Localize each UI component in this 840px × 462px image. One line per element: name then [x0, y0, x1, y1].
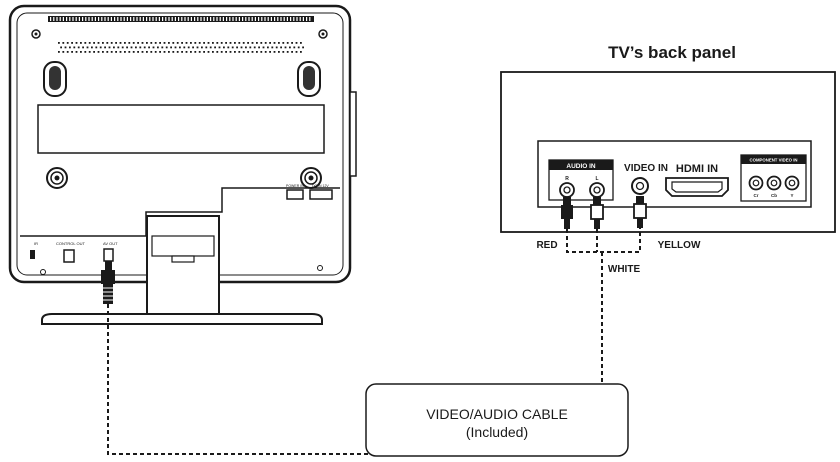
device-label-recess — [37, 104, 325, 154]
component-cb-jack-icon — [766, 175, 782, 191]
audio-r-jack-icon — [559, 182, 575, 198]
wall-mount-slot-left — [43, 61, 67, 97]
cable-label-red: RED — [536, 240, 557, 251]
device-side-edge — [349, 91, 357, 177]
port-label-ir: IR — [34, 241, 38, 246]
device-vent-grid — [58, 42, 304, 53]
device-top-vent-strip — [48, 16, 314, 22]
video-in-jack-icon — [631, 177, 649, 195]
comp-y-label: Y — [790, 193, 793, 198]
audio-r-label: R — [565, 176, 569, 182]
device-lower-housing — [20, 187, 340, 237]
video-in-label: VIDEO IN — [624, 163, 668, 174]
rca-plug-white-icon — [590, 197, 604, 229]
cable-label-yellow: YELLOW — [658, 240, 701, 251]
case-screw-icon — [40, 269, 46, 275]
device-rear-view: IR CONTROL OUT AV OUT POWER IN DC IN 12V — [8, 4, 357, 325]
audio-in-label: AUDIO IN — [566, 163, 596, 170]
rca-plug-yellow-icon — [633, 196, 647, 228]
power-in-port — [286, 189, 304, 200]
port-label-dc-in: DC IN 12V — [312, 184, 329, 188]
component-y-jack-icon — [784, 175, 800, 191]
av-out-port — [103, 248, 114, 262]
component-cr-jack-icon — [748, 175, 764, 191]
component-video-label: COMPONENT VIDEO IN — [750, 158, 798, 163]
stand-neck — [146, 215, 220, 315]
cable-callout-box — [365, 383, 629, 457]
cable-callout-line2: (Included) — [466, 424, 528, 440]
tv-panel-title: TV’s back panel — [608, 43, 736, 62]
rca-plug-red-icon — [561, 197, 573, 229]
audio-l-jack-icon — [589, 182, 605, 198]
cable-callout-line1: VIDEO/AUDIO CABLE — [426, 406, 568, 422]
audio-l-label: L — [595, 176, 598, 182]
port-label-power-in: POWER IN — [286, 184, 304, 188]
av-plug-icon — [101, 261, 115, 304]
tv-back-panel: AUDIO IN R L VIDEO IN HDMI IN COMPONENT … — [500, 71, 836, 233]
port-label-control-out: CONTROL OUT — [56, 241, 86, 246]
hdmi-in-label: HDMI IN — [676, 163, 718, 175]
port-label-av-out: AV OUT — [103, 241, 118, 246]
hdmi-port-icon — [665, 177, 729, 197]
comp-cb-label: Cb — [771, 193, 777, 198]
control-out-port — [63, 249, 75, 263]
case-screw-icon — [317, 265, 323, 271]
wall-mount-slot-right — [297, 61, 321, 97]
mount-screw-icon — [46, 167, 68, 189]
cable-dashed-path — [107, 228, 641, 455]
dc-in-port — [309, 189, 333, 200]
ir-port — [30, 250, 35, 259]
comp-cr-label: Cr — [753, 193, 758, 198]
cable-label-white: WHITE — [608, 264, 641, 275]
stand-base — [41, 313, 323, 325]
mount-screw-icon — [300, 167, 322, 189]
